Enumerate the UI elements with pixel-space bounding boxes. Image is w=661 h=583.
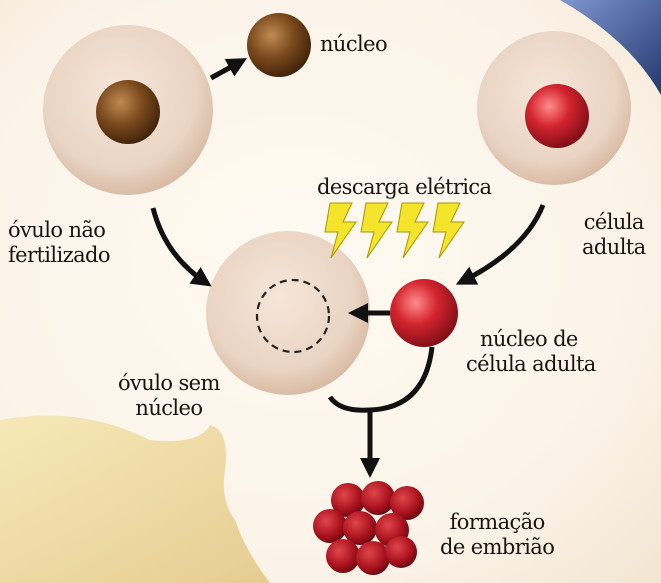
label-adult-cell-nucleus: núcleo de célula adulta xyxy=(466,327,596,377)
label-unfertilized-egg-line1: óvulo não xyxy=(8,218,110,243)
label-nucleus: núcleo xyxy=(320,32,387,57)
label-unfertilized-egg-line2: fertilizado xyxy=(8,243,110,268)
label-embryo-formation-line2: de embrião xyxy=(440,535,554,560)
label-adult-cell-line1: célula xyxy=(582,210,646,235)
label-enucleated-egg-line2: núcleo xyxy=(118,396,220,421)
egg-nucleus xyxy=(96,80,160,144)
label-adult-cell-line2: adulta xyxy=(582,235,646,260)
transferred-nucleus xyxy=(390,279,458,347)
label-enucleated-egg: óvulo sem núcleo xyxy=(118,371,220,421)
adult-cell-nucleus xyxy=(525,84,589,148)
extracted-nucleus xyxy=(247,13,311,77)
label-embryo-formation-line1: formação xyxy=(440,510,554,535)
label-adult-cell-nucleus-line1: núcleo de xyxy=(466,327,596,352)
label-enucleated-egg-line1: óvulo sem xyxy=(118,371,220,396)
label-adult-cell-nucleus-line2: célula adulta xyxy=(466,352,596,377)
label-electric-discharge: descarga elétrica xyxy=(317,175,491,200)
label-adult-cell: célula adulta xyxy=(582,210,646,260)
enucleated-egg-cell xyxy=(206,231,370,395)
label-unfertilized-egg: óvulo não fertilizado xyxy=(8,218,110,268)
label-embryo-formation: formação de embrião xyxy=(440,510,554,560)
